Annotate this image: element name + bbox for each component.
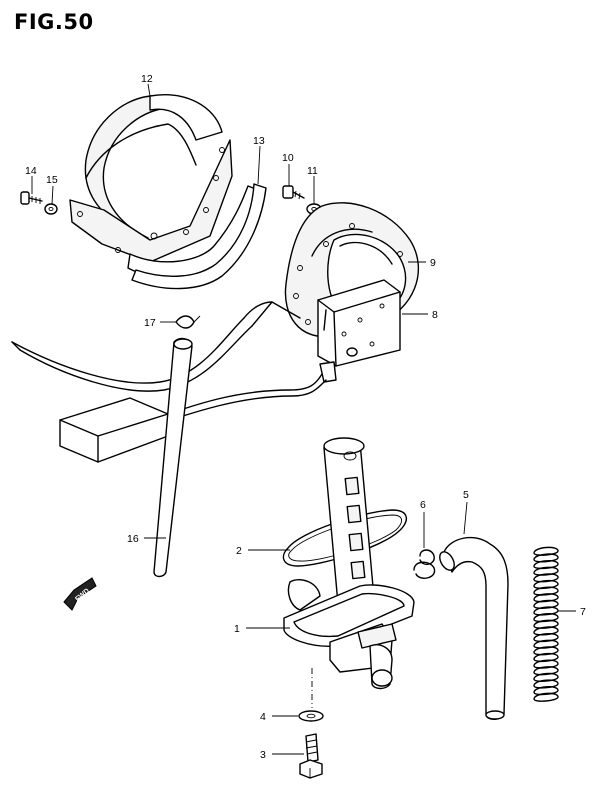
part-5-hose	[439, 536, 509, 720]
part-1-fuel-cock	[283, 437, 415, 690]
float	[59, 397, 169, 463]
part-number-label: 15	[46, 174, 58, 186]
part-7-spring	[533, 546, 559, 702]
figure-title: FIG.50	[14, 10, 94, 34]
part-number-label: 5	[463, 489, 469, 501]
part-number-label: 1	[234, 623, 240, 635]
part-3-bolt	[299, 733, 323, 779]
part-number-label: 11	[307, 165, 318, 177]
part-number-label: 8	[432, 309, 438, 321]
part-15-washer	[44, 203, 58, 215]
part-number-label: 10	[282, 152, 294, 164]
part-6-clip	[413, 549, 436, 579]
part-14-screw	[20, 191, 43, 205]
part-13-rubber-strip	[131, 183, 267, 290]
part-number-label: 7	[580, 606, 586, 618]
part-17-clip	[175, 315, 201, 329]
spring-coil	[533, 692, 559, 702]
part-number-label: 9	[430, 257, 436, 269]
part-16-hose	[153, 337, 193, 578]
part-number-label: 16	[127, 533, 139, 545]
part-number-label: 17	[144, 317, 156, 329]
part-number-label: 13	[253, 135, 265, 147]
part-8-sensor-unit	[317, 279, 401, 383]
part-number-label: 3	[260, 749, 266, 761]
fwd-direction-marker: FWD	[63, 577, 97, 611]
leader-lines	[31, 83, 576, 755]
part-number-label: 2	[236, 545, 242, 557]
part-number-labels: 12 13 14 15 10 11 9 8 17 16 2 1 4 3 5 6 …	[25, 73, 586, 761]
part-4-washer	[298, 710, 324, 722]
part-number-label: 6	[420, 499, 426, 511]
part-number-label: 4	[260, 711, 266, 723]
part-10-bolt	[282, 185, 305, 200]
part-number-label: 14	[25, 165, 37, 177]
part-number-label: 12	[141, 73, 153, 85]
